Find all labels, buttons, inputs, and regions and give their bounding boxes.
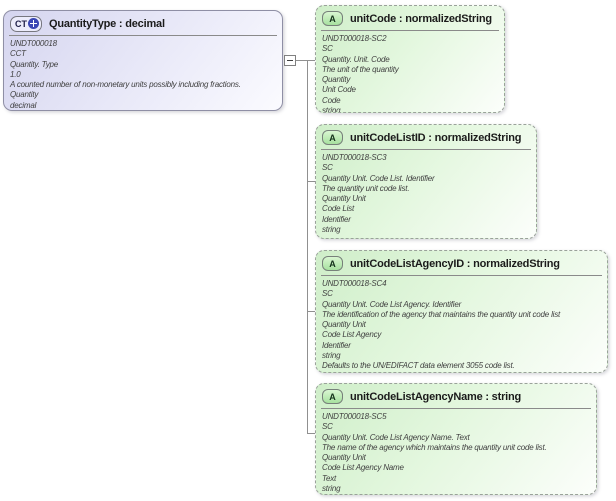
description-line: UNDT000018-SC5 <box>322 412 387 421</box>
description-line: Code List Agency <box>322 330 382 340</box>
header-divider <box>321 30 499 31</box>
description-line: Quantity Unit <box>322 194 366 204</box>
description-line: UNDT000018-SC4 <box>322 279 387 288</box>
description-line: Code List <box>322 204 354 214</box>
description-line: string <box>322 484 341 494</box>
attribute-badge: A <box>322 256 343 271</box>
description-line: string <box>322 351 341 361</box>
complextype-badge-label: CT <box>15 18 27 29</box>
header-divider <box>9 35 277 36</box>
attribute-badge: A <box>322 389 343 404</box>
description-line: Quantity Unit <box>322 453 366 463</box>
attribute-box-unitcodelistagencyid[interactable]: A unitCodeListAgencyID : normalizedStrin… <box>315 250 608 373</box>
complextype-badge: CT <box>10 15 42 32</box>
attribute-box-unitcodelistid[interactable]: A unitCodeListID : normalizedString UNDT… <box>315 124 537 239</box>
minus-square-icon[interactable] <box>284 55 296 66</box>
description-line: string <box>322 225 341 235</box>
header-divider <box>321 149 531 150</box>
attribute-badge: A <box>322 11 343 26</box>
attribute-header: A unitCodeListAgencyID : normalizedStrin… <box>316 251 607 274</box>
header-divider <box>321 408 591 409</box>
description-line: Quantity Unit. Code List Agency Name. Te… <box>322 432 470 442</box>
description-line: string <box>322 106 341 113</box>
description-line: Quantity <box>10 90 39 100</box>
complextype-title: QuantityType : decimal <box>49 17 165 30</box>
attribute-title: unitCode : normalizedString <box>350 12 492 25</box>
connector-line <box>296 60 315 61</box>
connector-line <box>307 60 308 434</box>
attribute-box-unitcodelistagencyname[interactable]: A unitCodeListAgencyName : string UNDT00… <box>315 383 597 495</box>
description-line: Quantity Unit <box>322 320 366 330</box>
complextype-header: CT QuantityType : decimal <box>4 11 282 34</box>
attribute-header: A unitCode : normalizedString <box>316 6 504 29</box>
description-line: Quantity. Type <box>10 59 59 69</box>
description-line: SC <box>322 163 333 173</box>
description-line: Identifier <box>322 214 351 224</box>
attribute-badge: A <box>322 130 343 145</box>
description-line: decimal <box>10 100 37 110</box>
description-line: Defaults to the UN/EDIFACT data element … <box>322 361 515 371</box>
attribute-title: unitCodeListAgencyName : string <box>350 390 522 403</box>
description-line: Quantity Unit. Code List. Identifier <box>322 173 435 183</box>
attribute-header: A unitCodeListID : normalizedString <box>316 125 536 148</box>
description-line: Unit Code <box>322 85 356 95</box>
plus-circle-icon <box>28 18 39 29</box>
connector-line <box>307 433 315 434</box>
description-line: Quantity Unit. Code List Agency. Identif… <box>322 299 462 309</box>
description-line: The identification of the agency that ma… <box>322 309 561 319</box>
description-line: The quantity unit code list. <box>322 183 410 193</box>
description-line: A counted number of non-monetary units p… <box>10 80 241 90</box>
description-line: Quantity <box>322 75 351 85</box>
description-line: SC <box>322 289 333 299</box>
connector-line <box>307 181 315 182</box>
header-divider <box>321 275 602 276</box>
attribute-box-unitcode[interactable]: A unitCode : normalizedString UNDT000018… <box>315 5 505 113</box>
attribute-title: unitCodeListAgencyID : normalizedString <box>350 257 560 270</box>
description-line: 1.0 <box>10 69 21 79</box>
description-line: Quantity. Unit. Code <box>322 54 390 64</box>
description-line: SC <box>322 44 333 54</box>
description-line: Code List Agency Name <box>322 463 404 473</box>
description-line: UNDT000018-SC3 <box>322 153 387 162</box>
description-line: UNDT000018-SC2 <box>322 34 387 43</box>
attribute-header: A unitCodeListAgencyName : string <box>316 384 596 407</box>
description-line: The name of the agency which maintains t… <box>322 442 547 452</box>
connector-line <box>307 311 315 312</box>
description-line: Text <box>322 473 337 483</box>
description-line: Code <box>322 95 341 105</box>
description-line: SC <box>322 422 333 432</box>
description-line: UNDT000018 <box>10 39 57 48</box>
description-line: CCT <box>10 49 26 59</box>
attribute-title: unitCodeListID : normalizedString <box>350 131 522 144</box>
description-line: The unit of the quantity <box>322 64 399 74</box>
description-line: Identifier <box>322 340 351 350</box>
